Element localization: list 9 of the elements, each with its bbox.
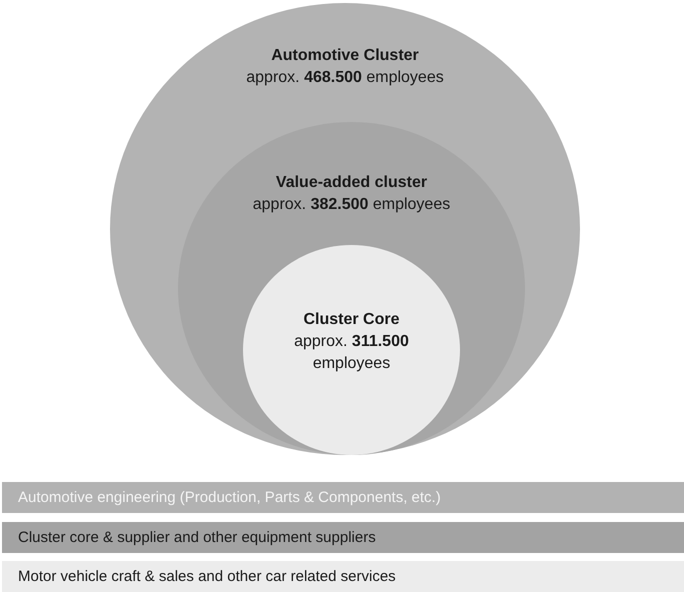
legend-bar: Cluster core & supplier and other equipment suppliers: [2, 522, 684, 552]
employee-count-text: approx. 468.500 employees: [245, 68, 445, 88]
circle-heading: Automotive Cluster: [270, 46, 420, 66]
legend-bar: Motor vehicle craft & sales and other car related services: [2, 561, 684, 592]
circle-heading: Cluster Core: [302, 310, 401, 330]
employee-count-text: approx. 311.500 employees: [293, 332, 410, 374]
legend-bar: Automotive engineering (Production, Parts & Components, etc.): [2, 482, 684, 513]
employee-count-text: approx. 382.500 employees: [252, 195, 452, 215]
circle-heading: Value-added cluster: [274, 173, 428, 193]
